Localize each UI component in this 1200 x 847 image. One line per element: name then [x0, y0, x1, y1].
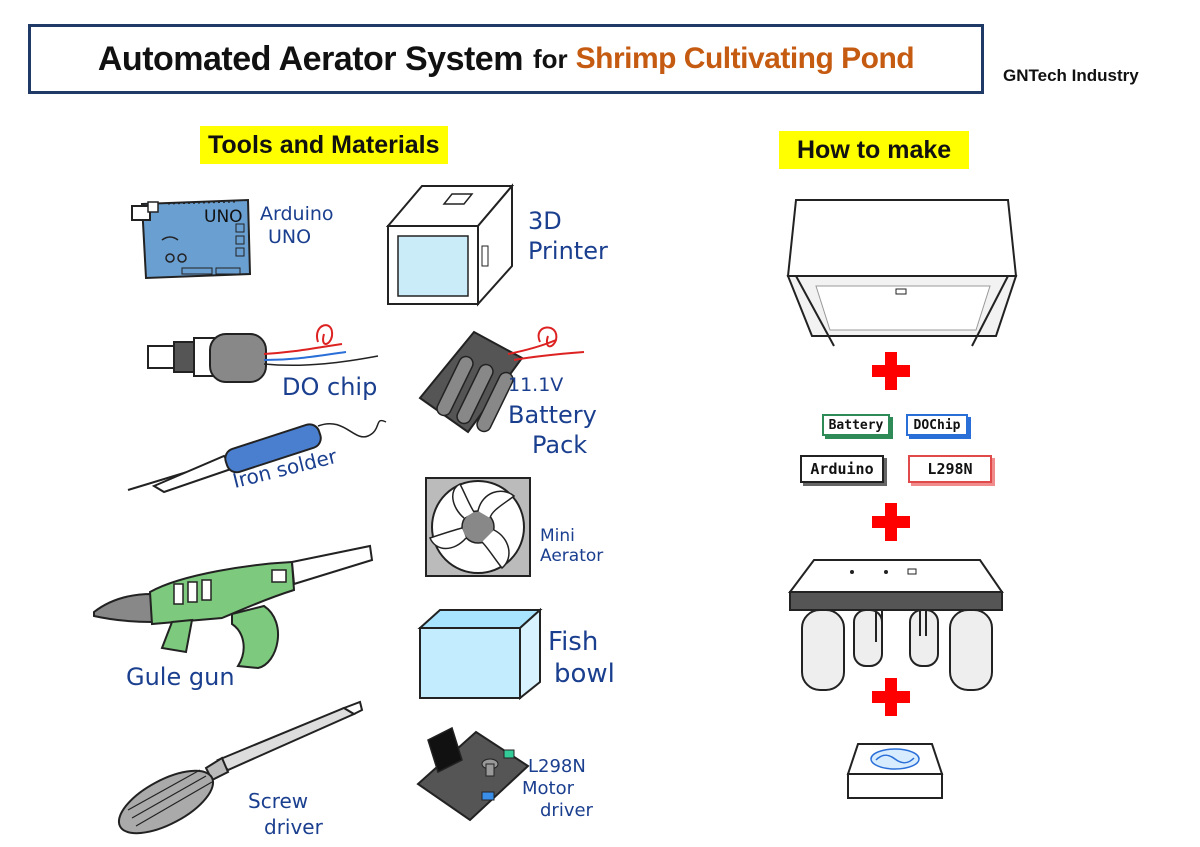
label-screwdriver-line2: driver [264, 815, 323, 839]
plus-3-v [885, 678, 897, 716]
label-arduino-line2: UNO [268, 226, 312, 248]
label-aerator-line2: Aerator [540, 546, 604, 566]
glue-gun-icon [93, 544, 374, 670]
label-battery: 11.1V Battery Pack [508, 370, 597, 460]
label-printer-line1: 3D [528, 207, 562, 235]
label-screwdriver: Screw driver [248, 788, 323, 840]
label-battery-line3: Pack [532, 431, 588, 459]
title-for: for [532, 43, 568, 74]
label-motor-driver-line2: Motor [522, 778, 575, 799]
tag-l298n: L298N [908, 455, 992, 483]
label-motor-driver-line1: L298N [528, 756, 586, 777]
label-aerator-line1: Mini [540, 526, 575, 546]
float-stand-icon [788, 559, 1004, 691]
board-uno-text: UNO [204, 207, 243, 227]
enclosure-box-icon [786, 199, 1018, 347]
arduino-board-icon: UNO [131, 198, 252, 280]
tools-heading: Tools and Materials [200, 126, 448, 164]
title-main: Automated Aerator System [97, 39, 524, 78]
tag-arduino: Arduino [800, 455, 884, 483]
title-box: Automated Aerator System for Shrimp Cult… [28, 24, 984, 94]
label-motor-driver-line3: driver [540, 800, 593, 821]
label-battery-line1: 11.1V [508, 374, 564, 396]
label-glue-gun: Gule gun [126, 663, 235, 691]
label-arduino-line1: Arduino [260, 203, 334, 225]
label-fishbowl-line2: bowl [554, 659, 615, 689]
soldering-iron-icon [127, 419, 387, 494]
label-arduino: Arduino UNO [260, 203, 334, 249]
plus-1-v [885, 352, 897, 390]
label-dochip: DO chip [282, 373, 378, 401]
do-chip-sensor-icon [147, 324, 379, 383]
label-screwdriver-line1: Screw [248, 789, 309, 813]
label-motor-driver: L298N Motor driver [522, 756, 593, 822]
motor-driver-icon [416, 726, 530, 822]
tag-battery: Battery [822, 414, 890, 436]
label-fishbowl-line1: Fish [548, 627, 599, 657]
company-name: GNTech Industry [1003, 66, 1139, 85]
howto-heading: How to make [779, 131, 970, 169]
plus-2-v [885, 503, 897, 541]
fan-module-icon [846, 743, 944, 799]
battery-pack-icon [418, 326, 585, 434]
screwdriver-icon [117, 700, 364, 835]
plus-1 [872, 352, 910, 390]
label-battery-line2: Battery [508, 401, 597, 429]
label-aerator: Mini Aerator [540, 526, 603, 566]
plus-2 [872, 503, 910, 541]
mini-aerator-fan-icon [425, 477, 531, 577]
tag-dochip: DOChip [906, 414, 968, 436]
label-printer: 3D Printer [528, 206, 608, 266]
plus-3 [872, 678, 910, 716]
label-printer-line2: Printer [528, 237, 608, 265]
title-subtitle: Shrimp Cultivating Pond [575, 42, 915, 75]
fish-bowl-icon [417, 607, 543, 701]
printer-3d-icon [385, 183, 515, 307]
label-fishbowl: Fish bowl [548, 626, 615, 690]
